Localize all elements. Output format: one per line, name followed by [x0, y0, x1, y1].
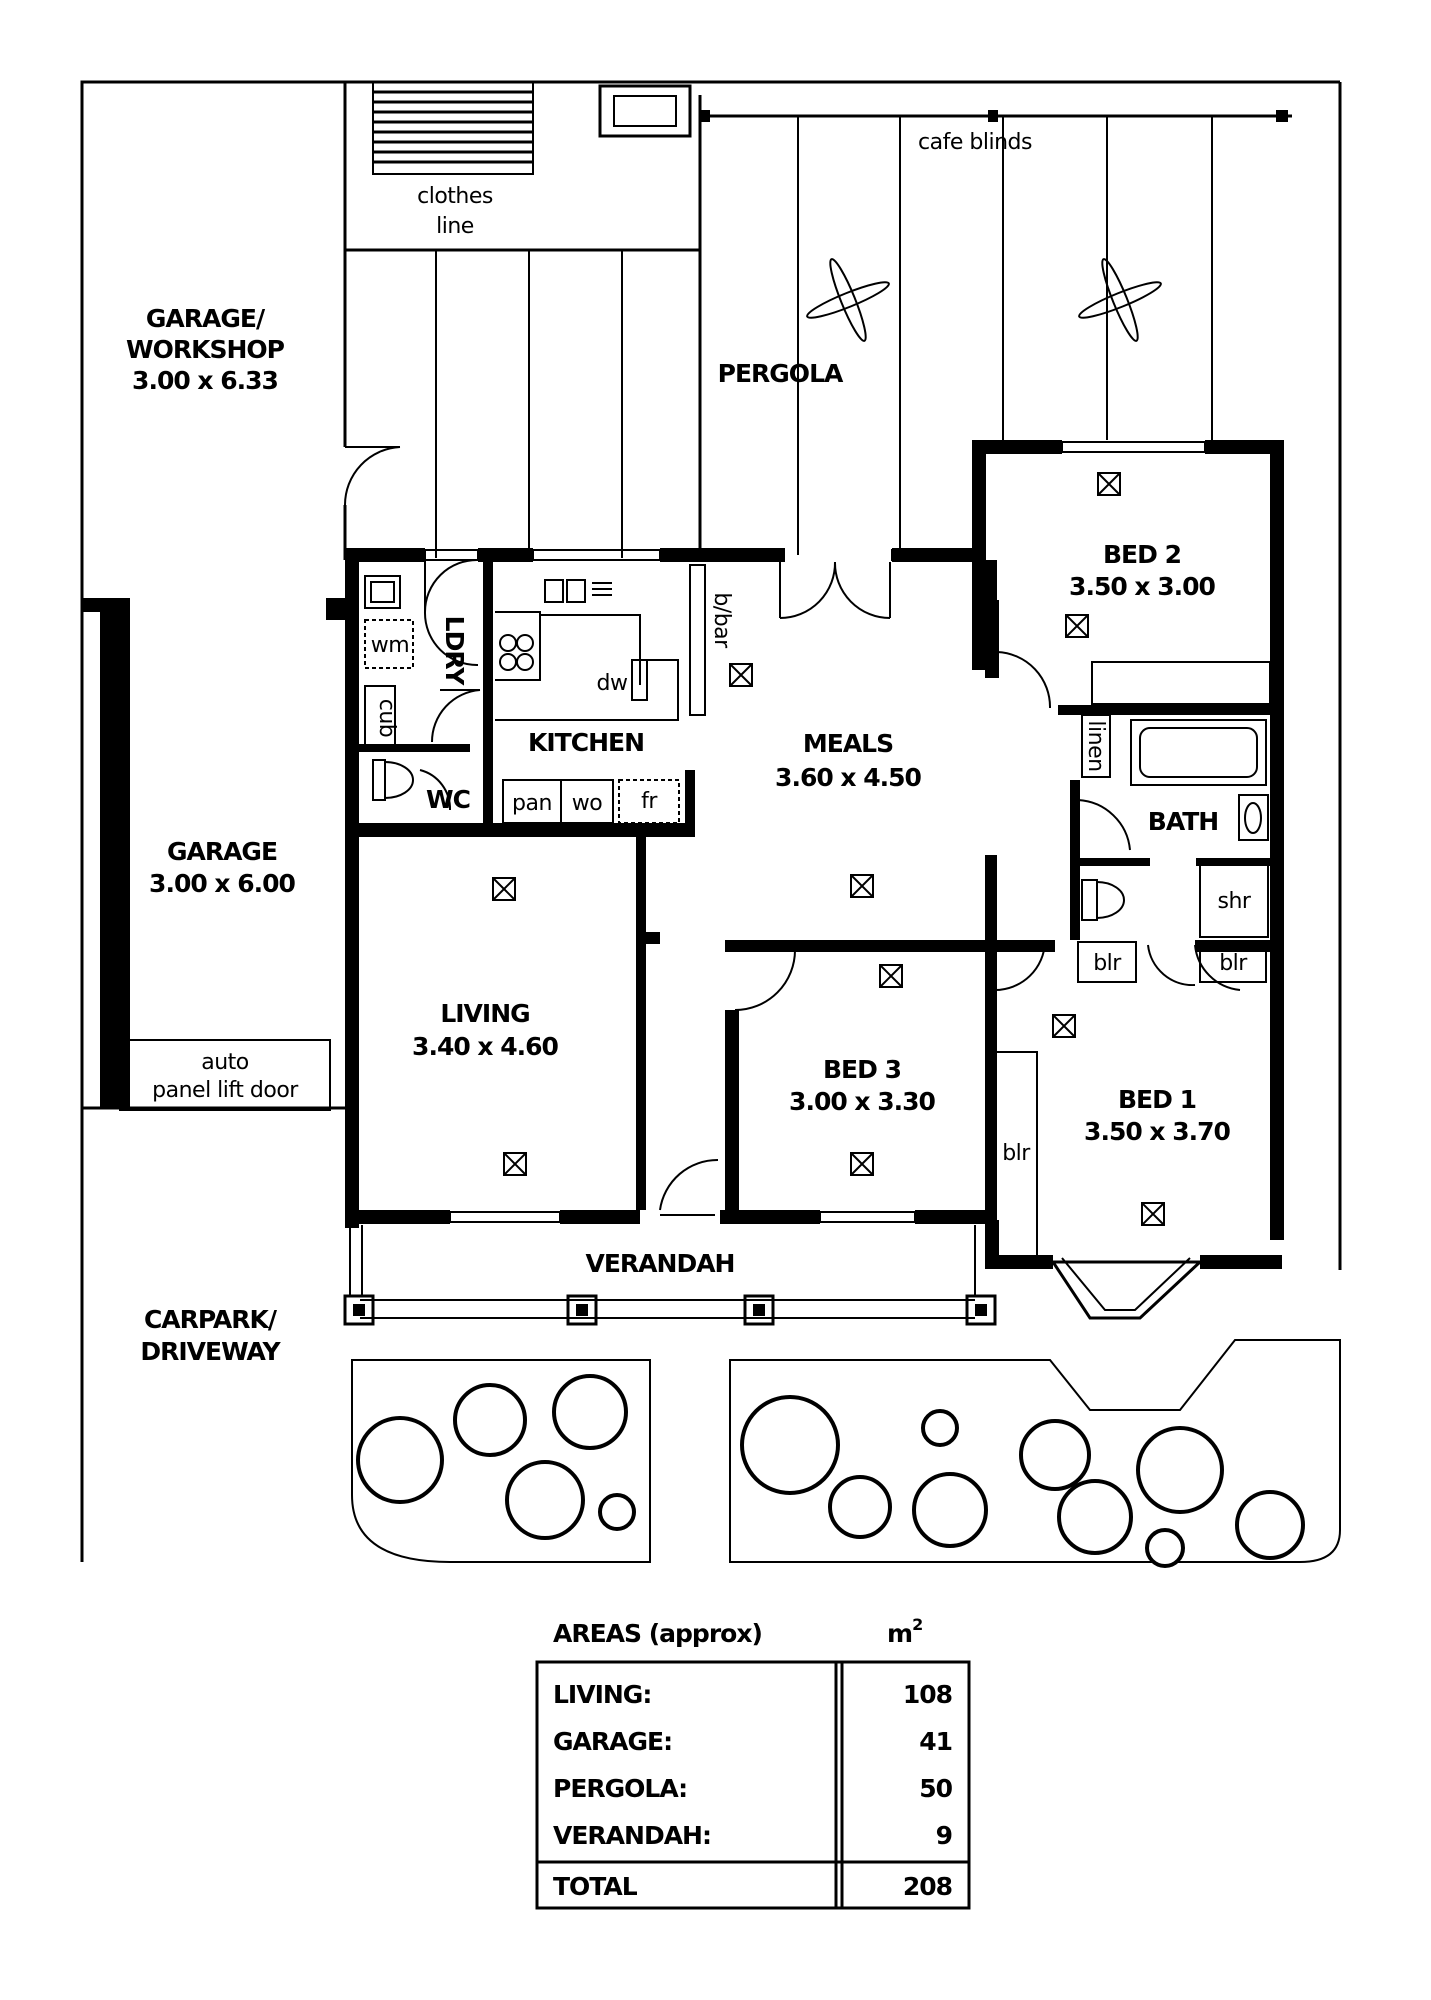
cub-label: cub	[374, 699, 399, 738]
bed2-size: 3.50 x 3.00	[1069, 572, 1216, 601]
areas-unit-base: m	[887, 1619, 912, 1648]
linen-label: linen	[1083, 720, 1108, 771]
ceiling-fan-icon	[1078, 258, 1162, 342]
windows	[424, 441, 1283, 1320]
ceiling-fan-icon	[806, 258, 890, 342]
garage-size: 3.00 x 6.00	[149, 869, 296, 898]
clothes-line-label1: clothes	[417, 184, 493, 209]
areas-total-value: 208	[903, 1872, 952, 1901]
auto-door-line1: auto	[201, 1050, 249, 1075]
bed3-name: BED 3	[823, 1055, 901, 1084]
tree-icon	[921, 1409, 959, 1447]
auto-door-box	[119, 1039, 331, 1111]
garage-name: GARAGE	[167, 837, 277, 866]
areas-row: VERANDAH: 9	[553, 1821, 953, 1850]
bath-name: BATH	[1148, 807, 1218, 836]
tree-icon	[1235, 1490, 1305, 1560]
blr-label-a: blr	[1093, 951, 1122, 976]
light-icon	[879, 964, 903, 988]
areas-total-label: TOTAL	[553, 1872, 638, 1901]
tree-icon	[552, 1374, 628, 1450]
areas-heading: AREAS (approx)	[553, 1619, 762, 1648]
areas-row-value: 41	[919, 1727, 952, 1756]
auto-door-line2: panel lift door	[152, 1078, 299, 1103]
fr-label: fr	[641, 789, 658, 814]
wo-label: wo	[572, 791, 602, 816]
garden	[351, 1339, 1341, 1568]
tree-icon	[453, 1383, 527, 1457]
garage-workshop-name-line1: GARAGE/	[146, 304, 266, 333]
areas-unit-sup: 2	[912, 1615, 922, 1634]
laundry-name: LDRY	[440, 616, 469, 687]
light-icon	[729, 663, 753, 687]
light-icon	[1141, 1202, 1165, 1226]
garage-workshop-size: 3.00 x 6.33	[132, 366, 278, 395]
blr-label-b: blr	[1219, 951, 1248, 976]
doors	[419, 558, 1241, 1216]
shr-label: shr	[1218, 889, 1252, 914]
light-icon	[1065, 614, 1089, 638]
meals-name: MEALS	[803, 729, 893, 758]
verandah	[343, 1225, 997, 1326]
light-fittings	[492, 472, 1165, 1226]
tree-icon	[1136, 1426, 1224, 1514]
areas-row-label: PERGOLA:	[553, 1774, 687, 1803]
blr-label-c: blr	[1002, 1141, 1031, 1166]
light-icon	[850, 1152, 874, 1176]
house-walls	[345, 440, 1284, 1269]
bed1-name: BED 1	[1118, 1085, 1196, 1114]
light-icon	[850, 874, 874, 898]
wm-label: wm	[371, 633, 409, 658]
tree-icon	[1057, 1479, 1133, 1555]
areas-row: LIVING: 108	[553, 1680, 953, 1709]
pergola-outline	[345, 80, 1342, 1270]
dw-label: dw	[597, 671, 628, 696]
tree-icon	[740, 1395, 840, 1495]
light-icon	[503, 1152, 527, 1176]
areas-row-value: 50	[919, 1774, 952, 1803]
tree-icon	[828, 1475, 892, 1539]
bed3-size: 3.00 x 3.30	[789, 1087, 936, 1116]
kitchen-fittings	[364, 564, 1271, 1263]
areas-row: GARAGE: 41	[553, 1727, 953, 1756]
light-icon	[492, 877, 516, 901]
areas-row: PERGOLA: 50	[553, 1774, 954, 1803]
meals-size: 3.60 x 4.50	[775, 763, 922, 792]
bbar-label: b/bar	[709, 592, 734, 649]
tree-icon	[598, 1493, 636, 1531]
clothes-line	[372, 81, 534, 175]
areas-row-value: 108	[903, 1680, 952, 1709]
garage-workshop-name-line2: WORKSHOP	[126, 335, 285, 364]
areas-row-label: VERANDAH:	[553, 1821, 711, 1850]
kitchen-name: KITCHEN	[528, 728, 644, 757]
carpark-line1: CARPARK/	[144, 1305, 278, 1334]
bed2-name: BED 2	[1103, 540, 1181, 569]
garage-outline	[80, 80, 401, 1562]
clothes-line-label2: line	[436, 214, 474, 239]
carpark-line2: DRIVEWAY	[140, 1337, 281, 1366]
areas-row-label: LIVING:	[553, 1680, 651, 1709]
living-name: LIVING	[440, 999, 529, 1028]
cafe-blinds-label: cafe blinds	[918, 130, 1032, 155]
tree-icon	[1145, 1528, 1185, 1568]
pan-label: pan	[512, 791, 552, 816]
light-icon	[1097, 472, 1121, 496]
tree-icon	[912, 1472, 988, 1548]
tree-icon	[356, 1416, 444, 1504]
pergola-name: PERGOLA	[718, 359, 844, 388]
light-icon	[1052, 1014, 1076, 1038]
areas-row-label: GARAGE:	[553, 1727, 672, 1756]
living-size: 3.40 x 4.60	[412, 1032, 559, 1061]
tree-icon	[505, 1460, 585, 1540]
areas-unit: m2	[887, 1615, 922, 1648]
verandah-name: VERANDAH	[586, 1249, 735, 1278]
bed1-size: 3.50 x 3.70	[1084, 1117, 1231, 1146]
tree-icon	[1019, 1419, 1091, 1491]
areas-table: AREAS (approx) m2 LIVING: 108 GARAGE: 41…	[535, 1615, 971, 1910]
wc-name: WC	[426, 785, 470, 814]
areas-row-value: 9	[936, 1821, 952, 1850]
